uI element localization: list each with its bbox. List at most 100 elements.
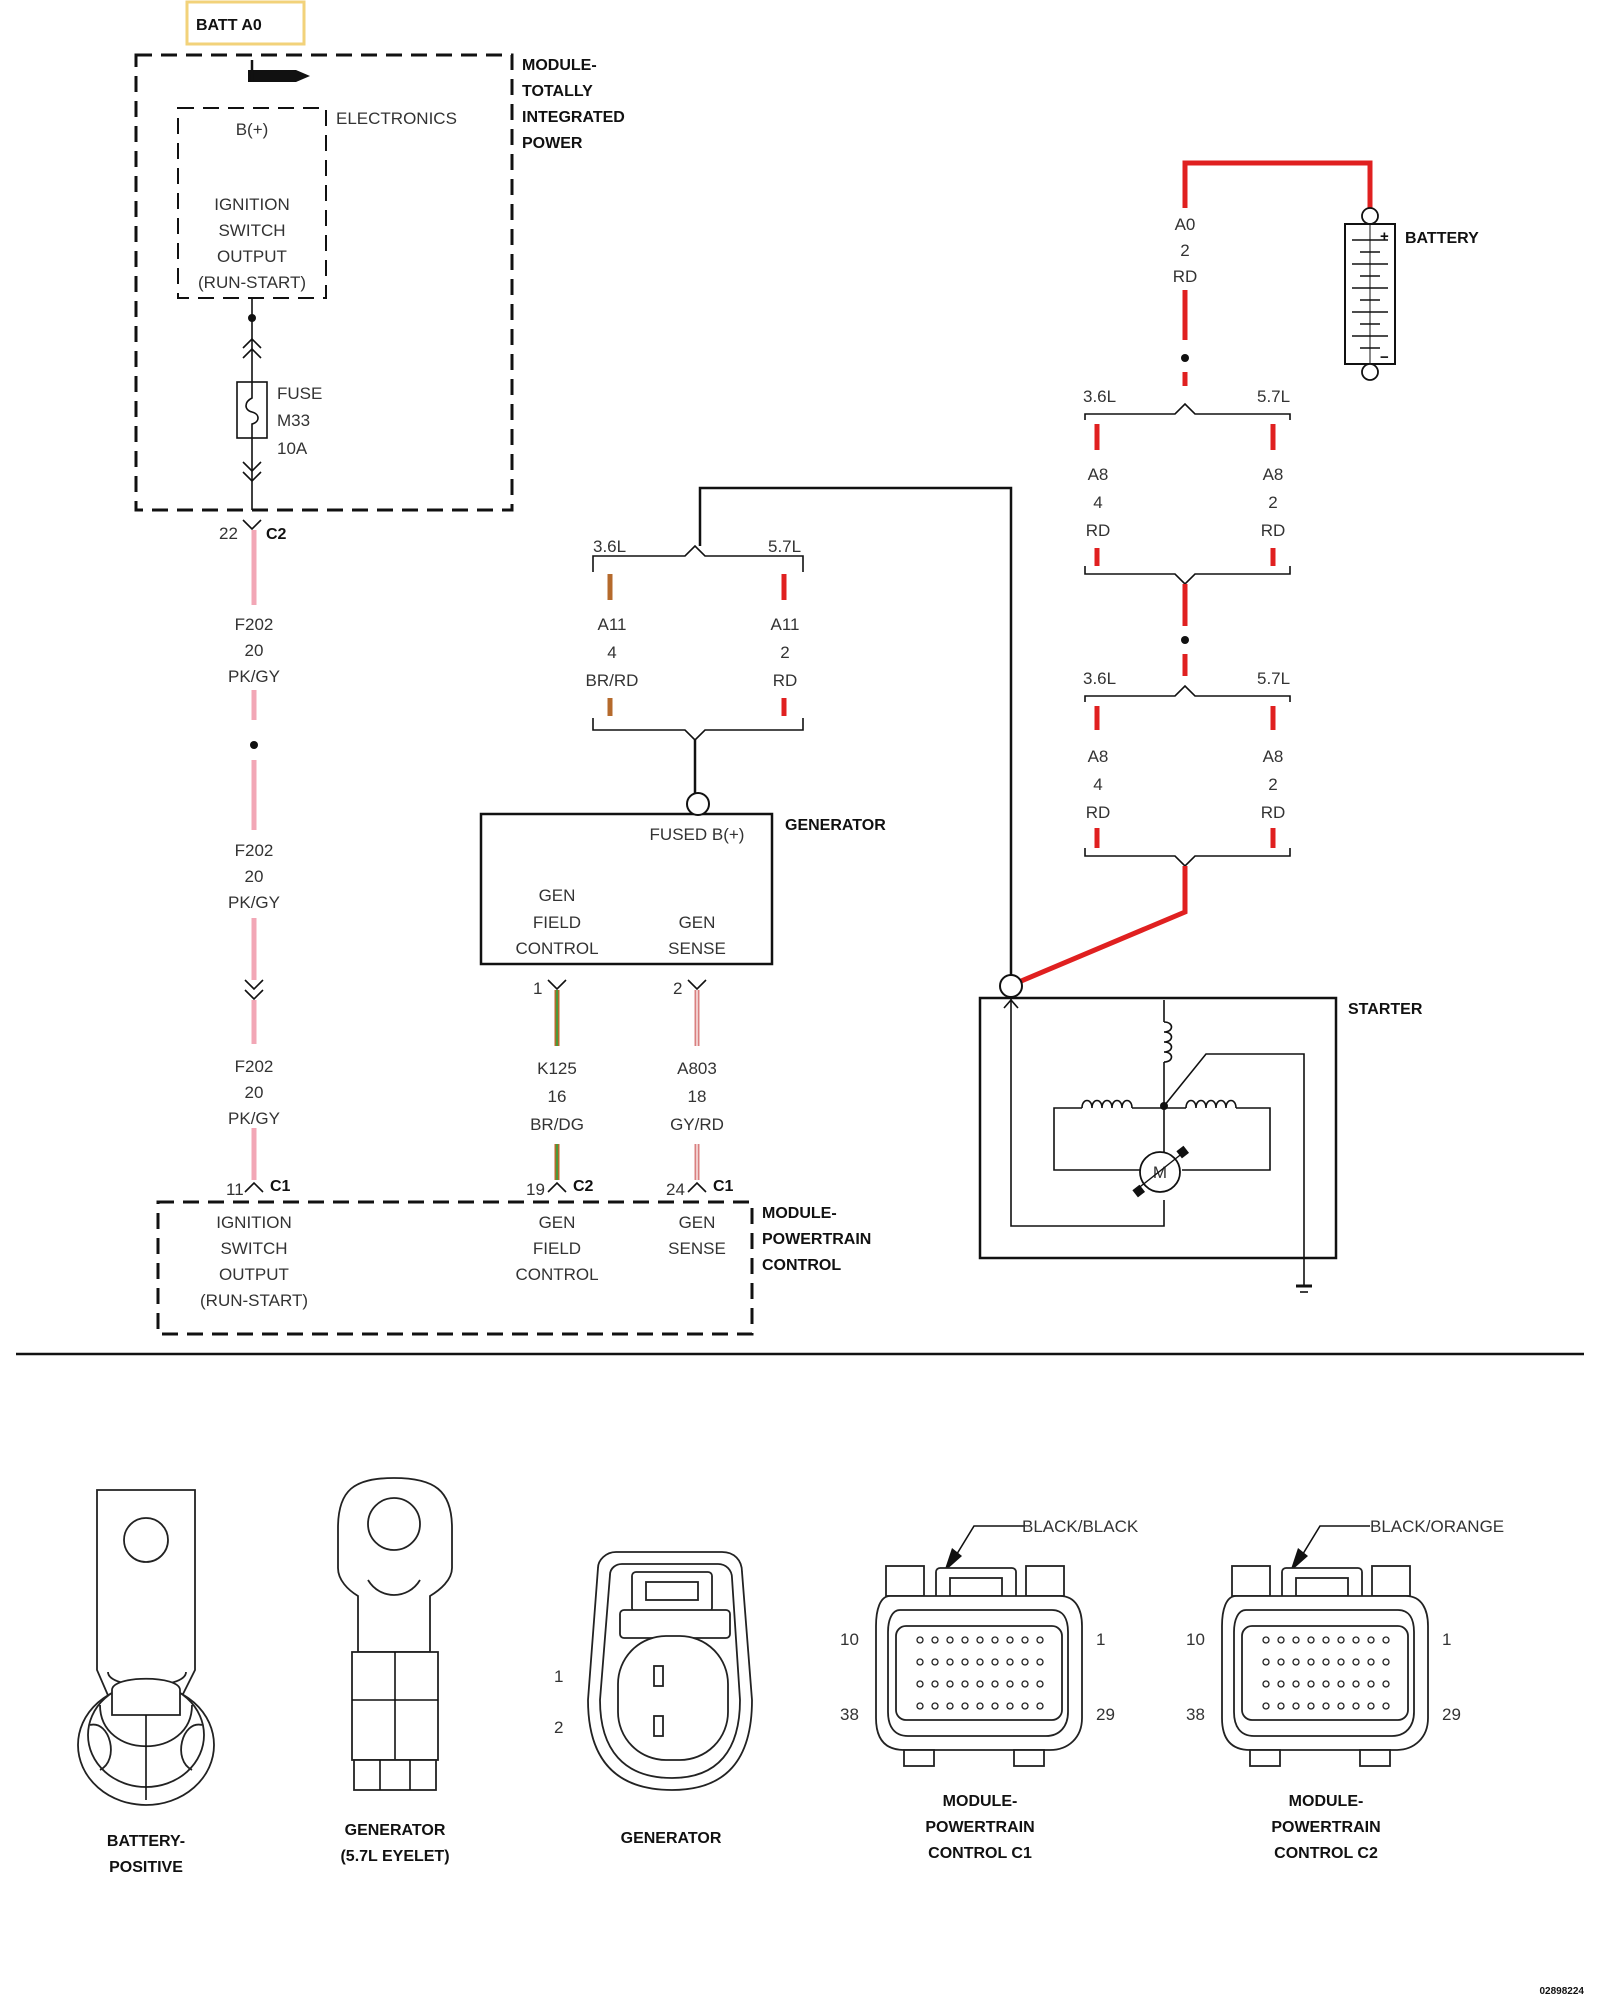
k125-color: BR/DG: [530, 1115, 584, 1134]
battery-positive-label-1: BATTERY-: [107, 1833, 185, 1850]
starter-low-right-engine: 5.7L: [1257, 669, 1290, 688]
batt-a0-reference[interactable]: BATT A0: [185, 0, 306, 46]
gen-feed-left-color: BR/RD: [586, 671, 639, 690]
pcm-ign-pin: 11: [226, 1180, 244, 1199]
generator-fused-label: FUSED B(+): [650, 825, 745, 844]
battery-title: BATTERY: [1405, 230, 1479, 247]
starter-low-left-circuit: A8: [1088, 747, 1109, 766]
pcm-sense-pin: 24: [666, 1180, 685, 1199]
generator-connector-pin-2: 2: [554, 1718, 563, 1737]
generator-connector-pin-1: 1: [554, 1667, 563, 1686]
tipm-ign-2: SWITCH: [218, 221, 285, 240]
tipm-conn-c2: C2: [266, 526, 287, 543]
generator-bplus-terminal[interactable]: [686, 792, 710, 816]
pcm-field-conn: C2: [573, 1178, 594, 1195]
starter-up-right-gauge: 2: [1268, 493, 1277, 512]
pcm-sense-conn: C1: [713, 1178, 734, 1195]
generator-eyelet-view[interactable]: GENERATOR (5.7L EYELET): [337, 1477, 453, 1865]
pcm-c2-pin-29: 29: [1442, 1705, 1461, 1724]
generator-connector-view[interactable]: 1 2 GENERATOR: [554, 1551, 753, 1847]
battery-positive-terminal-view[interactable]: BATTERY- POSITIVE: [77, 1489, 215, 1876]
starter-feed-splice-dot: [1181, 636, 1189, 644]
ign-connector-symbol-top: [242, 337, 262, 349]
gen-feed-right-engine: 5.7L: [768, 537, 801, 556]
generator-component[interactable]: GENERATOR FUSED B(+) GEN FIELD CONTROL G…: [479, 792, 886, 966]
pcm-module: MODULE- POWERTRAIN CONTROL 11 C1 19 C2 2…: [156, 1178, 871, 1336]
a803-gauge: 18: [688, 1087, 707, 1106]
pcm-sense-2: SENSE: [668, 1239, 726, 1258]
f202-seg2-circuit: F202: [235, 841, 274, 860]
starter-feed-lower: 3.6L 5.7L A8 4 RD A8 2 RD: [1083, 669, 1291, 868]
pcm-ign-4: (RUN-START): [200, 1291, 308, 1310]
pcm-field-pin: 19: [526, 1180, 545, 1199]
fuse-label-2: M33: [277, 411, 310, 430]
pcm-title-2: POWERTRAIN: [762, 1231, 871, 1248]
gen-field-pin: 1: [533, 979, 542, 998]
pcm-c1-label-2: POWERTRAIN: [925, 1819, 1034, 1836]
generator-title: GENERATOR: [785, 817, 886, 834]
batt-a0-box: [185, 0, 306, 46]
starter-low-left-color: RD: [1086, 803, 1111, 822]
f202-seg1-gauge: 20: [245, 641, 264, 660]
pcm-ign-3: OUTPUT: [219, 1265, 289, 1284]
starter-low-left-gauge: 4: [1093, 775, 1102, 794]
f202-splice-dot: [250, 741, 258, 749]
batt-feed-arrow: [248, 70, 310, 82]
tipm-title-1: MODULE-: [522, 57, 597, 74]
starter-up-right-circuit: A8: [1263, 465, 1284, 484]
a0-color: RD: [1173, 267, 1198, 286]
starter-feed-upper: 3.6L 5.7L A8 4 RD A8 2 RD: [1083, 387, 1291, 586]
pcm-c1-pin-29: 29: [1096, 1705, 1115, 1724]
pcm-title-1: MODULE-: [762, 1205, 837, 1222]
a0-circuit: A0: [1175, 215, 1196, 234]
tipm-ign-1: IGNITION: [214, 195, 290, 214]
gen-sense-pin: 2: [673, 979, 682, 998]
starter-low-right-gauge: 2: [1268, 775, 1277, 794]
gen-feed-left-gauge: 4: [607, 643, 616, 662]
doc-number: 02898224: [1540, 1986, 1585, 1997]
starter-component[interactable]: STARTER M: [978, 974, 1423, 1293]
starter-up-left-gauge: 4: [1093, 493, 1102, 512]
starter-up-right-engine: 5.7L: [1257, 387, 1290, 406]
tipm-title-2: TOTALLY: [522, 83, 593, 100]
pcm-c2-label-1: MODULE-: [1289, 1793, 1364, 1810]
starter-up-left-circuit: A8: [1088, 465, 1109, 484]
tipm-ign-3: OUTPUT: [217, 247, 287, 266]
tipm-ign-4: (RUN-START): [198, 273, 306, 292]
f202-seg1-color: PK/GY: [228, 667, 280, 686]
generator-eyelet-label-1: GENERATOR: [345, 1822, 446, 1839]
fuse-label-1: FUSE: [277, 384, 322, 403]
starter-up-right-color: RD: [1261, 521, 1286, 540]
pcm-c1-pin-1: 1: [1096, 1630, 1105, 1649]
f202-seg2-gauge: 20: [245, 867, 264, 886]
pcm-c1-connector-view[interactable]: BLACK/BLACK 10 1 38 29 MODULE- POWERTRAI…: [840, 1517, 1139, 1862]
svg-text:+: +: [1380, 228, 1389, 245]
gen-feed-left-circuit: A11: [598, 615, 627, 634]
starter-low-right-circuit: A8: [1263, 747, 1284, 766]
starter-up-left-engine: 3.6L: [1083, 387, 1116, 406]
pcm-c1-pin-38: 38: [840, 1705, 859, 1724]
pcm-ign-1: IGNITION: [216, 1213, 292, 1232]
battery-component[interactable]: + − BATTERY: [1182, 160, 1479, 381]
tipm-pin-22: 22: [219, 524, 238, 543]
pcm-field-3: CONTROL: [515, 1265, 598, 1284]
generator-feed-bracket: 3.6L 5.7L A11 4 BR/RD A11 2 RD: [586, 486, 1013, 982]
pcm-sense-1: GEN: [679, 1213, 716, 1232]
pcm-field-1: GEN: [539, 1213, 576, 1232]
starter-terminal[interactable]: [999, 974, 1023, 998]
pcm-c2-connector-view[interactable]: BLACK/ORANGE 10 1 38 29 MODULE- POWERTRA…: [1186, 1517, 1504, 1862]
tipm-outline: [134, 53, 514, 512]
batt-a0-label: BATT A0: [196, 17, 262, 34]
gen-field-2: FIELD: [533, 913, 581, 932]
k125-gauge: 16: [548, 1087, 567, 1106]
pcm-c1-color: BLACK/BLACK: [1022, 1517, 1139, 1536]
starter-cable[interactable]: [1013, 866, 1188, 987]
gen-field-3: CONTROL: [515, 939, 598, 958]
gen-feed-right-color: RD: [773, 671, 798, 690]
pcm-field-2: FIELD: [533, 1239, 581, 1258]
a0-gauge: 2: [1180, 241, 1189, 260]
f202-seg3-circuit: F202: [235, 1057, 274, 1076]
a803-circuit: A803: [677, 1059, 717, 1078]
bplus-label: B(+): [236, 120, 269, 139]
